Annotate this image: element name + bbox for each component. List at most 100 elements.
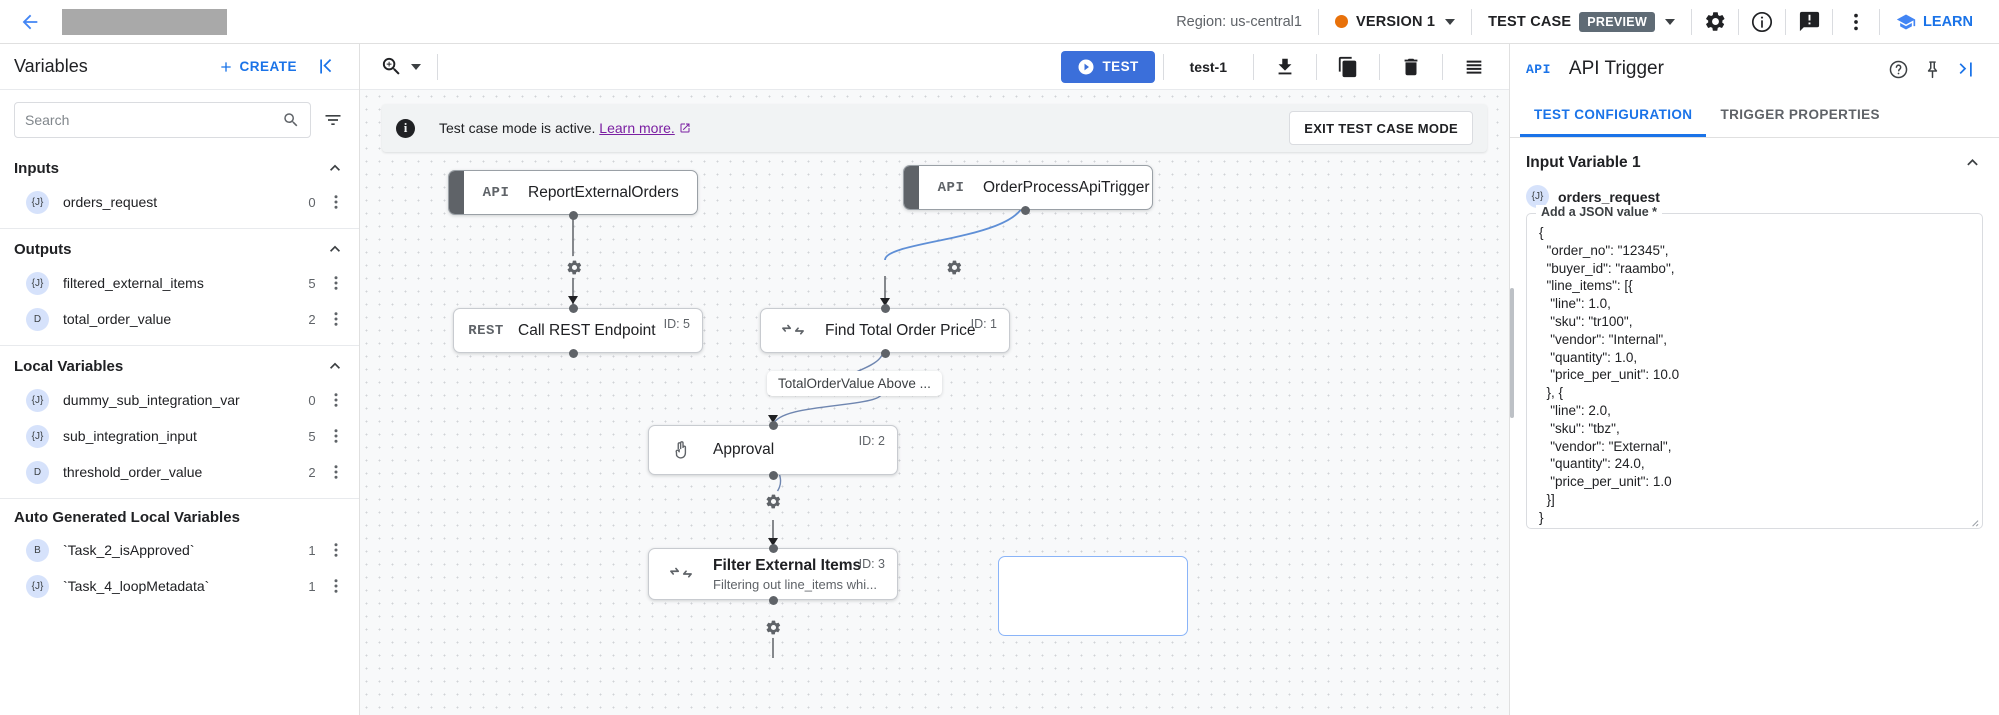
data-mapping-icon — [649, 566, 713, 582]
list-item[interactable]: {J} `Task_4_loopMetadata` 1 — [0, 568, 359, 604]
list-item[interactable]: {J} orders_request 0 — [0, 184, 359, 220]
variables-panel-header: Variables CREATE — [0, 44, 359, 90]
collapse-left-panel-icon[interactable] — [305, 47, 345, 87]
type-badge: D — [26, 460, 49, 484]
section-title: Input Variable 1 — [1526, 153, 1641, 171]
tab-test-configuration[interactable]: TEST CONFIGURATION — [1520, 94, 1707, 137]
edge-condition-label[interactable]: TotalOrderValue Above ... — [767, 371, 942, 396]
node-port — [881, 304, 890, 313]
section-header-auto-generated[interactable]: Auto Generated Local Variables — [0, 499, 359, 532]
chevron-up-icon[interactable] — [1962, 152, 1983, 173]
list-item[interactable]: {J} sub_integration_input 5 — [0, 418, 359, 454]
info-icon[interactable] — [1739, 0, 1785, 44]
resize-handle[interactable] — [1968, 514, 1979, 527]
type-badge: {J} — [26, 388, 49, 412]
exit-test-case-mode-button[interactable]: EXIT TEST CASE MODE — [1289, 111, 1473, 145]
node-port — [569, 304, 578, 313]
variable-count: 1 — [308, 542, 316, 558]
variables-list[interactable]: Inputs {J} orders_request 0 Outputs — [0, 148, 359, 715]
flow-node-call-rest-endpoint[interactable]: REST Call REST Endpoint ID: 5 — [453, 308, 703, 353]
list-item[interactable]: {J} filtered_external_items 5 — [0, 265, 359, 301]
list-item[interactable]: {J} dummy_sub_integration_var 0 — [0, 382, 359, 418]
test-button[interactable]: TEST — [1060, 50, 1155, 83]
tab-trigger-properties[interactable]: TRIGGER PROPERTIES — [1720, 106, 1880, 122]
sort-icon[interactable] — [321, 110, 345, 130]
flow-canvas[interactable]: i Test case mode is active. Learn more. … — [360, 90, 1509, 715]
collapse-right-panel-icon[interactable] — [1949, 49, 1983, 89]
flow-node-order-process-api-trigger[interactable]: API OrderProcessApiTrigger — [903, 165, 1153, 210]
create-variable-button[interactable]: CREATE — [218, 59, 297, 75]
more-vert-icon[interactable] — [323, 577, 349, 595]
download-icon[interactable] — [1262, 45, 1308, 89]
node-port — [769, 596, 778, 605]
type-badge: {J} — [26, 424, 49, 448]
divider — [1738, 8, 1740, 35]
hand-icon — [649, 439, 713, 461]
test-case-name[interactable]: test-1 — [1189, 58, 1227, 75]
list-item[interactable]: B `Task_2_isApproved` 1 — [0, 532, 359, 568]
pin-icon[interactable] — [1915, 49, 1949, 89]
edge-arrowhead — [880, 298, 890, 306]
chevron-up-icon[interactable] — [325, 239, 345, 259]
type-badge: {J} — [26, 574, 49, 598]
variable-count: 1 — [308, 578, 316, 594]
panel-scrollbar[interactable] — [1510, 288, 1514, 418]
top-bar: Region: us-central1 VERSION 1 TEST CASE … — [0, 0, 1999, 44]
section-header-inputs[interactable]: Inputs — [0, 148, 359, 184]
node-body: ReportExternalOrders — [528, 184, 697, 202]
json-value-text[interactable]: { "order_no": "12345", "buyer_id": "raam… — [1539, 225, 1680, 525]
trigger-details-panel: API API Trigger TEST CONFIGURATION TRIGG… — [1509, 44, 1999, 715]
version-selector[interactable]: VERSION 1 — [1319, 0, 1471, 44]
variable-count: 0 — [308, 194, 316, 210]
flow-node-find-total-order-price[interactable]: Find Total Order Price ID: 1 — [760, 308, 1010, 353]
learn-button[interactable]: LEARN — [1880, 0, 1989, 44]
input-variable-section-header[interactable]: Input Variable 1 — [1526, 152, 1983, 173]
edge-gear-icon[interactable] — [762, 490, 784, 512]
more-vert-icon[interactable] — [323, 391, 349, 409]
test-case-selector[interactable]: TEST CASE PREVIEW — [1472, 0, 1691, 44]
more-vert-icon[interactable] — [323, 541, 349, 559]
chevron-up-icon[interactable] — [325, 356, 345, 376]
variables-panel: Variables CREATE — [0, 44, 360, 715]
edge-gear-icon[interactable] — [762, 616, 784, 638]
feedback-icon[interactable] — [1786, 0, 1832, 44]
selected-node-outline[interactable] — [998, 556, 1188, 636]
learn-more-link[interactable]: Learn more. — [599, 120, 675, 136]
more-vert-icon[interactable] — [323, 310, 349, 328]
more-vert-icon[interactable] — [323, 463, 349, 481]
info-icon: i — [396, 118, 415, 138]
node-accent-bar — [449, 171, 464, 214]
list-item[interactable]: D total_order_value 2 — [0, 301, 359, 337]
flow-node-filter-external-items[interactable]: Filter External Items Filtering out line… — [648, 548, 898, 600]
section-header-local-variables[interactable]: Local Variables — [0, 346, 359, 382]
more-vert-icon[interactable] — [323, 274, 349, 292]
delete-icon[interactable] — [1388, 45, 1434, 89]
edge-gear-icon[interactable] — [943, 256, 965, 278]
node-body: Filter External Items Filtering out line… — [713, 557, 897, 592]
more-vert-icon[interactable] — [323, 427, 349, 445]
arrow-left-icon[interactable] — [10, 2, 50, 42]
variable-name: threshold_order_value — [63, 464, 203, 480]
search-input[interactable] — [14, 102, 311, 138]
external-link-icon[interactable] — [679, 120, 691, 136]
more-vert-icon[interactable] — [323, 193, 349, 211]
more-vert-icon[interactable] — [1833, 0, 1879, 44]
chevron-up-icon[interactable] — [325, 158, 345, 178]
help-icon[interactable] — [1881, 49, 1915, 89]
divider — [1316, 53, 1317, 80]
node-title: Filter External Items — [713, 556, 862, 574]
flow-node-report-external-orders[interactable]: API ReportExternalOrders — [448, 170, 698, 215]
list-icon[interactable] — [1451, 45, 1497, 89]
list-item[interactable]: D threshold_order_value 2 — [0, 454, 359, 490]
edge-gear-icon[interactable] — [563, 256, 585, 278]
section-header-outputs[interactable]: Outputs — [0, 229, 359, 265]
gear-icon[interactable] — [1692, 0, 1738, 44]
flow-node-approval[interactable]: Approval ID: 2 — [648, 425, 898, 475]
divider — [1879, 8, 1881, 35]
zoom-control[interactable] — [372, 55, 429, 78]
json-value-field[interactable]: Add a JSON value * { "order_no": "12345"… — [1526, 205, 1983, 529]
search-field[interactable] — [25, 112, 282, 128]
node-body: Approval — [713, 441, 897, 459]
divider — [1162, 53, 1164, 80]
copy-icon[interactable] — [1325, 45, 1371, 89]
